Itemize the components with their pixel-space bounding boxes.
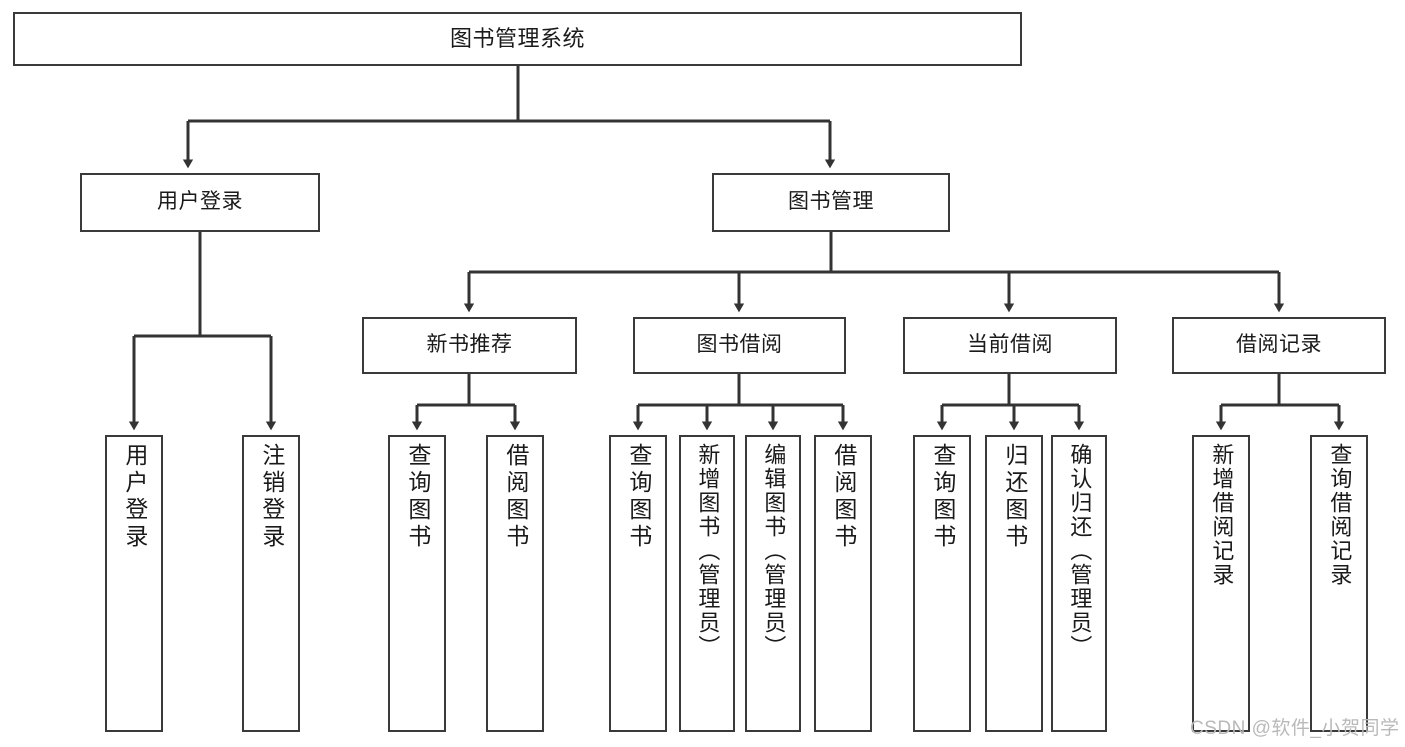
node-leaf-confirm-return-admin[interactable]: 确认归还（管理员） [1051,435,1107,732]
node-new-book-recommendation[interactable]: 新书推荐 [362,317,577,374]
node-label: 图书管理 [788,190,874,214]
node-leaf-borrow-book-borrow[interactable]: 借阅图书 [814,435,872,732]
node-book-manage[interactable]: 图书管理 [712,173,950,232]
node-leaf-edit-book-admin[interactable]: 编辑图书（管理员） [745,435,801,732]
node-leaf-query-book-borrow[interactable]: 查询图书 [609,435,667,732]
node-label: 当前借阅 [967,333,1053,357]
edge-root-to-main-modules [182,66,836,169]
node-system-root[interactable]: 图书管理系统 [13,12,1022,66]
node-label: 借阅图书 [502,443,529,551]
node-label: 新增借阅记录 [1209,443,1235,587]
csdn-watermark: CSDN @软件_小贺同学 [1190,718,1400,739]
edge-borrow-record-to-functions [1215,374,1345,431]
node-borrow-record[interactable]: 借阅记录 [1172,317,1386,374]
node-leaf-return-book[interactable]: 归还图书 [985,435,1043,732]
node-book-borrow[interactable]: 图书借阅 [633,317,846,374]
node-label: 用户登录 [157,190,243,214]
node-label: 确认归还（管理员） [1067,443,1093,659]
node-label: 查询图书 [929,443,956,551]
edge-book-borrow-to-functions [632,374,849,431]
node-leaf-query-borrow-record[interactable]: 查询借阅记录 [1310,435,1368,732]
edge-book-manage-to-sub-modules [463,232,1285,313]
node-label: 借阅图书 [830,443,857,551]
node-leaf-add-book-admin[interactable]: 新增图书（管理员） [679,435,735,732]
node-label: 图书借阅 [696,333,783,357]
node-leaf-query-book-recommend[interactable]: 查询图书 [388,435,446,732]
node-label: 查询图书 [404,443,431,551]
edge-user-login-to-functions [128,232,277,431]
node-user-login[interactable]: 用户登录 [80,173,320,232]
edge-current-borrow-to-functions [936,374,1085,431]
node-label: 查询借阅记录 [1327,443,1353,587]
node-leaf-borrow-book-recommend[interactable]: 借阅图书 [486,435,544,732]
node-leaf-user-login[interactable]: 用户登录 [105,435,163,732]
node-leaf-add-borrow-record[interactable]: 新增借阅记录 [1192,435,1250,732]
node-label: 新增图书（管理员） [695,443,721,659]
node-label: 借阅记录 [1236,333,1322,357]
node-label: 注销登录 [258,443,285,551]
node-label: 归还图书 [1001,443,1028,551]
edge-new-book-rec-to-functions [411,374,521,431]
node-label: 新书推荐 [426,333,513,357]
node-label: 图书管理系统 [449,26,585,52]
node-label: 编辑图书（管理员） [761,443,787,659]
node-current-borrow[interactable]: 当前借阅 [903,317,1117,374]
node-label: 用户登录 [121,443,148,551]
node-leaf-logout[interactable]: 注销登录 [242,435,300,732]
node-label: 查询图书 [625,443,652,551]
node-leaf-query-book-current[interactable]: 查询图书 [913,435,971,732]
